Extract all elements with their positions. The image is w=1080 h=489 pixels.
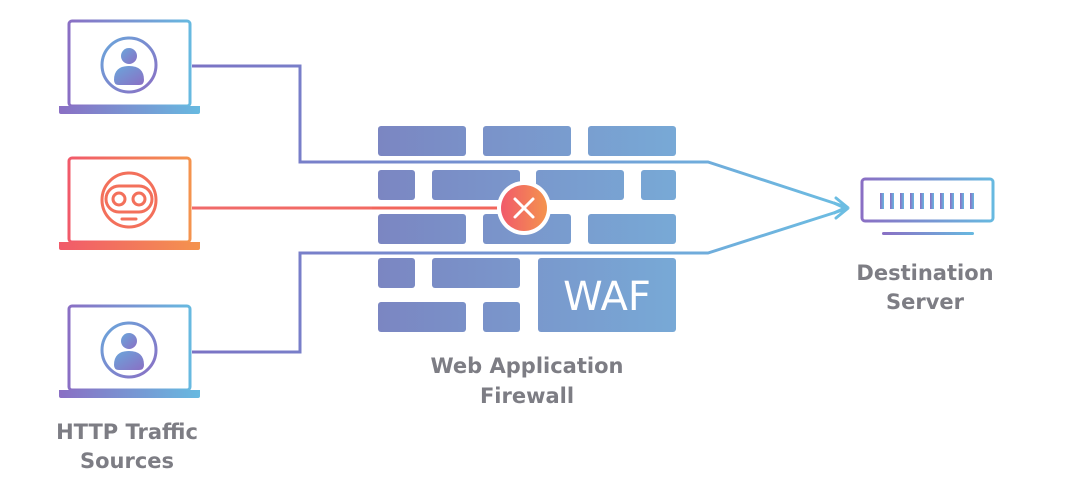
brick bbox=[588, 126, 676, 156]
brick bbox=[378, 214, 466, 244]
brick bbox=[378, 170, 415, 200]
arrowhead-top bbox=[832, 196, 850, 215]
laptop-user-top bbox=[59, 19, 200, 114]
user-icon bbox=[100, 321, 158, 379]
brick bbox=[432, 170, 520, 200]
brick bbox=[378, 302, 466, 332]
arrowhead-bottom bbox=[832, 201, 850, 220]
server-icon bbox=[860, 177, 995, 235]
firewall-wall bbox=[378, 126, 676, 332]
user-icon bbox=[100, 36, 158, 94]
laptop-user-bottom bbox=[59, 304, 200, 398]
brick bbox=[483, 302, 520, 332]
close-x-icon bbox=[497, 181, 551, 235]
traffic-lines-front bbox=[372, 160, 708, 255]
server-label-line2: Server bbox=[886, 290, 965, 314]
traffic-line-top bbox=[192, 64, 847, 209]
brick bbox=[588, 214, 676, 244]
brick bbox=[483, 126, 571, 156]
firewall-label-line1: Web Application bbox=[431, 354, 624, 378]
brick bbox=[432, 258, 520, 288]
traffic-line-bottom bbox=[192, 207, 847, 354]
brick bbox=[378, 258, 415, 288]
sources-label-line2: Sources bbox=[80, 449, 174, 473]
brick bbox=[378, 126, 466, 156]
brick bbox=[641, 170, 676, 200]
laptop-bot bbox=[59, 156, 200, 250]
arrowheads bbox=[832, 196, 850, 220]
server-label-line1: Destination bbox=[856, 261, 993, 285]
brick bbox=[536, 170, 624, 200]
firewall-label-line2: Firewall bbox=[480, 384, 574, 408]
waf-badge bbox=[538, 258, 676, 332]
sources-label-line1: HTTP Traffic bbox=[56, 420, 198, 444]
robot-icon bbox=[100, 171, 158, 229]
waf-badge-label: WAF bbox=[563, 274, 651, 320]
